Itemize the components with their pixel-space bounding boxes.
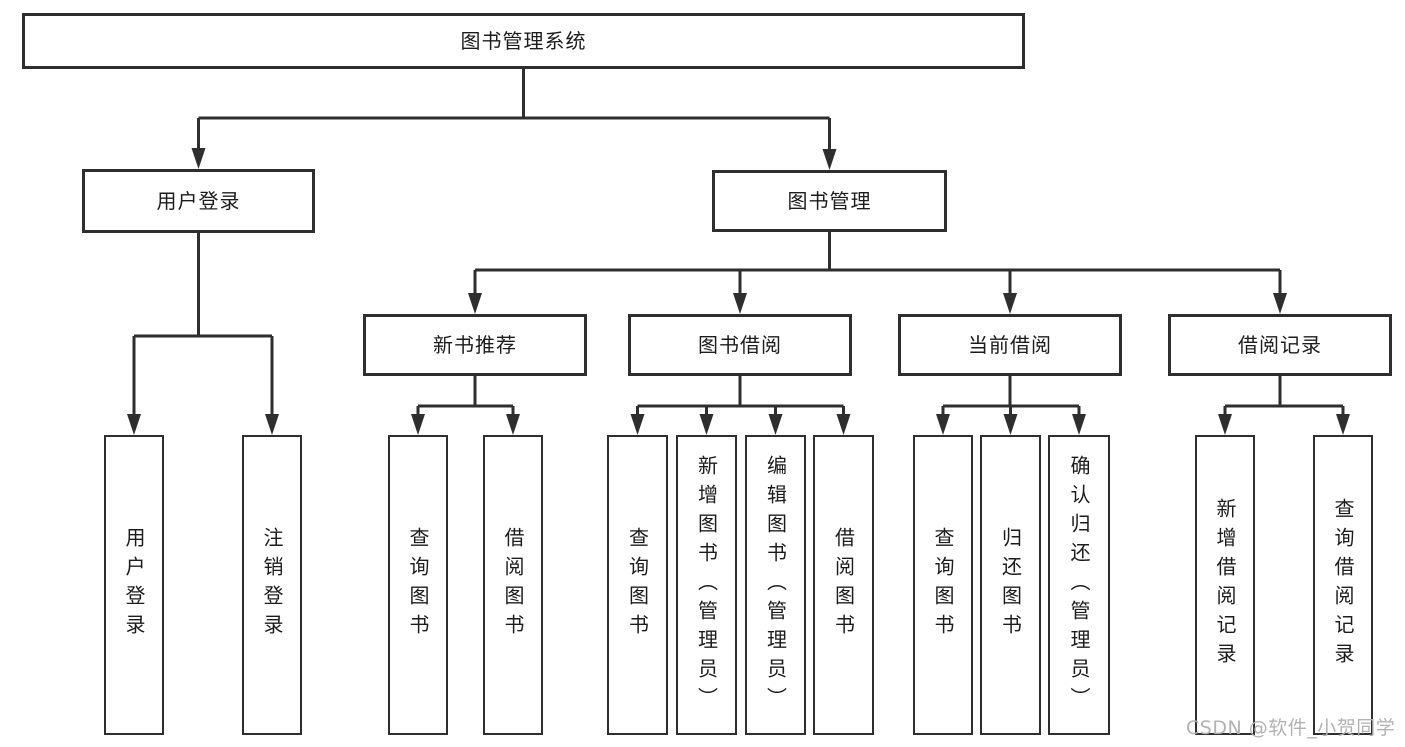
node-label-l-nb-borrow: 借阅图书	[501, 527, 525, 643]
node-l-user-login: 用户登录	[104, 435, 164, 735]
arrowhead-into-l-user-login	[127, 414, 141, 435]
arrowhead-into-l-bb-query	[630, 414, 645, 435]
arrowhead-into-l-br-query	[1336, 414, 1350, 435]
node-book-borrow: 图书借阅	[628, 314, 852, 376]
arrowhead-into-l-bb-add	[699, 414, 714, 435]
node-l-bb-add: 新增图书（管理员）	[676, 435, 737, 735]
node-new-book-rec: 新书推荐	[363, 314, 587, 376]
node-label-new-book-rec: 新书推荐	[433, 333, 517, 357]
node-l-cb-query: 查询图书	[913, 435, 973, 735]
node-label-l-logout: 注销登录	[260, 527, 284, 643]
node-l-br-add: 新增借阅记录	[1195, 435, 1255, 735]
arrowhead-into-new-book-rec	[468, 293, 482, 314]
node-label-borrow-records: 借阅记录	[1238, 333, 1322, 357]
node-label-root: 图书管理系统	[460, 29, 587, 53]
arrowhead-into-l-nb-query	[411, 414, 425, 435]
node-borrow-records: 借阅记录	[1168, 314, 1392, 376]
arrowhead-into-book-borrow	[733, 293, 747, 314]
edge-from-root	[197, 69, 831, 151]
arrowhead-into-l-bb-edit	[768, 414, 783, 435]
node-l-nb-query: 查询图书	[388, 435, 448, 735]
node-label-l-br-query: 查询借阅记录	[1331, 498, 1355, 672]
arrowhead-into-l-logout	[265, 414, 279, 435]
arrowhead-into-l-bb-borrow	[836, 414, 851, 435]
node-label-l-user-login: 用户登录	[122, 527, 146, 643]
node-l-cb-return: 归还图书	[980, 435, 1041, 735]
node-label-book-mgmt: 图书管理	[787, 189, 872, 213]
arrowhead-into-book-mgmt	[822, 149, 837, 170]
arrowhead-into-l-br-add	[1218, 414, 1232, 435]
node-l-cb-confirm: 确认归还（管理员）	[1048, 435, 1110, 735]
node-l-bb-edit: 编辑图书（管理员）	[745, 435, 806, 735]
arrowhead-into-borrow-records	[1273, 293, 1287, 314]
edge-from-current-borrow	[941, 376, 1081, 416]
node-label-l-bb-borrow: 借阅图书	[831, 527, 856, 643]
edge-from-borrow-records	[1223, 376, 1345, 416]
edge-from-book-borrow	[636, 376, 845, 416]
arrowhead-into-user-login	[191, 148, 206, 169]
node-book-mgmt: 图书管理	[712, 170, 947, 232]
node-current-borrow: 当前借阅	[898, 314, 1122, 376]
node-root: 图书管理系统	[22, 13, 1025, 69]
arrowhead-into-current-borrow	[1003, 293, 1017, 314]
node-label-current-borrow: 当前借阅	[968, 333, 1052, 357]
node-label-l-br-add: 新增借阅记录	[1213, 498, 1237, 672]
node-l-br-query: 查询借阅记录	[1313, 435, 1373, 735]
arrowhead-into-l-cb-query	[936, 414, 950, 435]
node-label-book-borrow: 图书借阅	[698, 333, 782, 357]
node-l-logout: 注销登录	[242, 435, 302, 735]
node-label-l-cb-confirm: 确认归还（管理员）	[1067, 454, 1091, 716]
edge-from-user-login	[132, 233, 274, 416]
node-label-l-nb-query: 查询图书	[406, 527, 430, 643]
node-label-l-bb-add: 新增图书（管理员）	[694, 454, 719, 716]
node-label-l-bb-edit: 编辑图书（管理员）	[763, 454, 788, 716]
edge-from-book-mgmt	[473, 232, 1282, 295]
node-l-bb-query: 查询图书	[607, 435, 668, 735]
node-l-bb-borrow: 借阅图书	[813, 435, 874, 735]
node-label-l-cb-return: 归还图书	[998, 527, 1023, 643]
arrowhead-into-l-cb-confirm	[1072, 414, 1086, 435]
node-l-nb-borrow: 借阅图书	[483, 435, 543, 735]
node-user-login: 用户登录	[82, 169, 315, 233]
arrowhead-into-l-nb-borrow	[506, 414, 520, 435]
edge-from-new-book-rec	[416, 376, 515, 416]
node-label-user-login: 用户登录	[156, 189, 241, 213]
arrowhead-into-l-cb-return	[1003, 414, 1018, 435]
watermark: CSDN @软件_小贺同学	[1186, 717, 1396, 739]
node-label-l-cb-query: 查询图书	[931, 527, 955, 643]
node-label-l-bb-query: 查询图书	[625, 527, 650, 643]
